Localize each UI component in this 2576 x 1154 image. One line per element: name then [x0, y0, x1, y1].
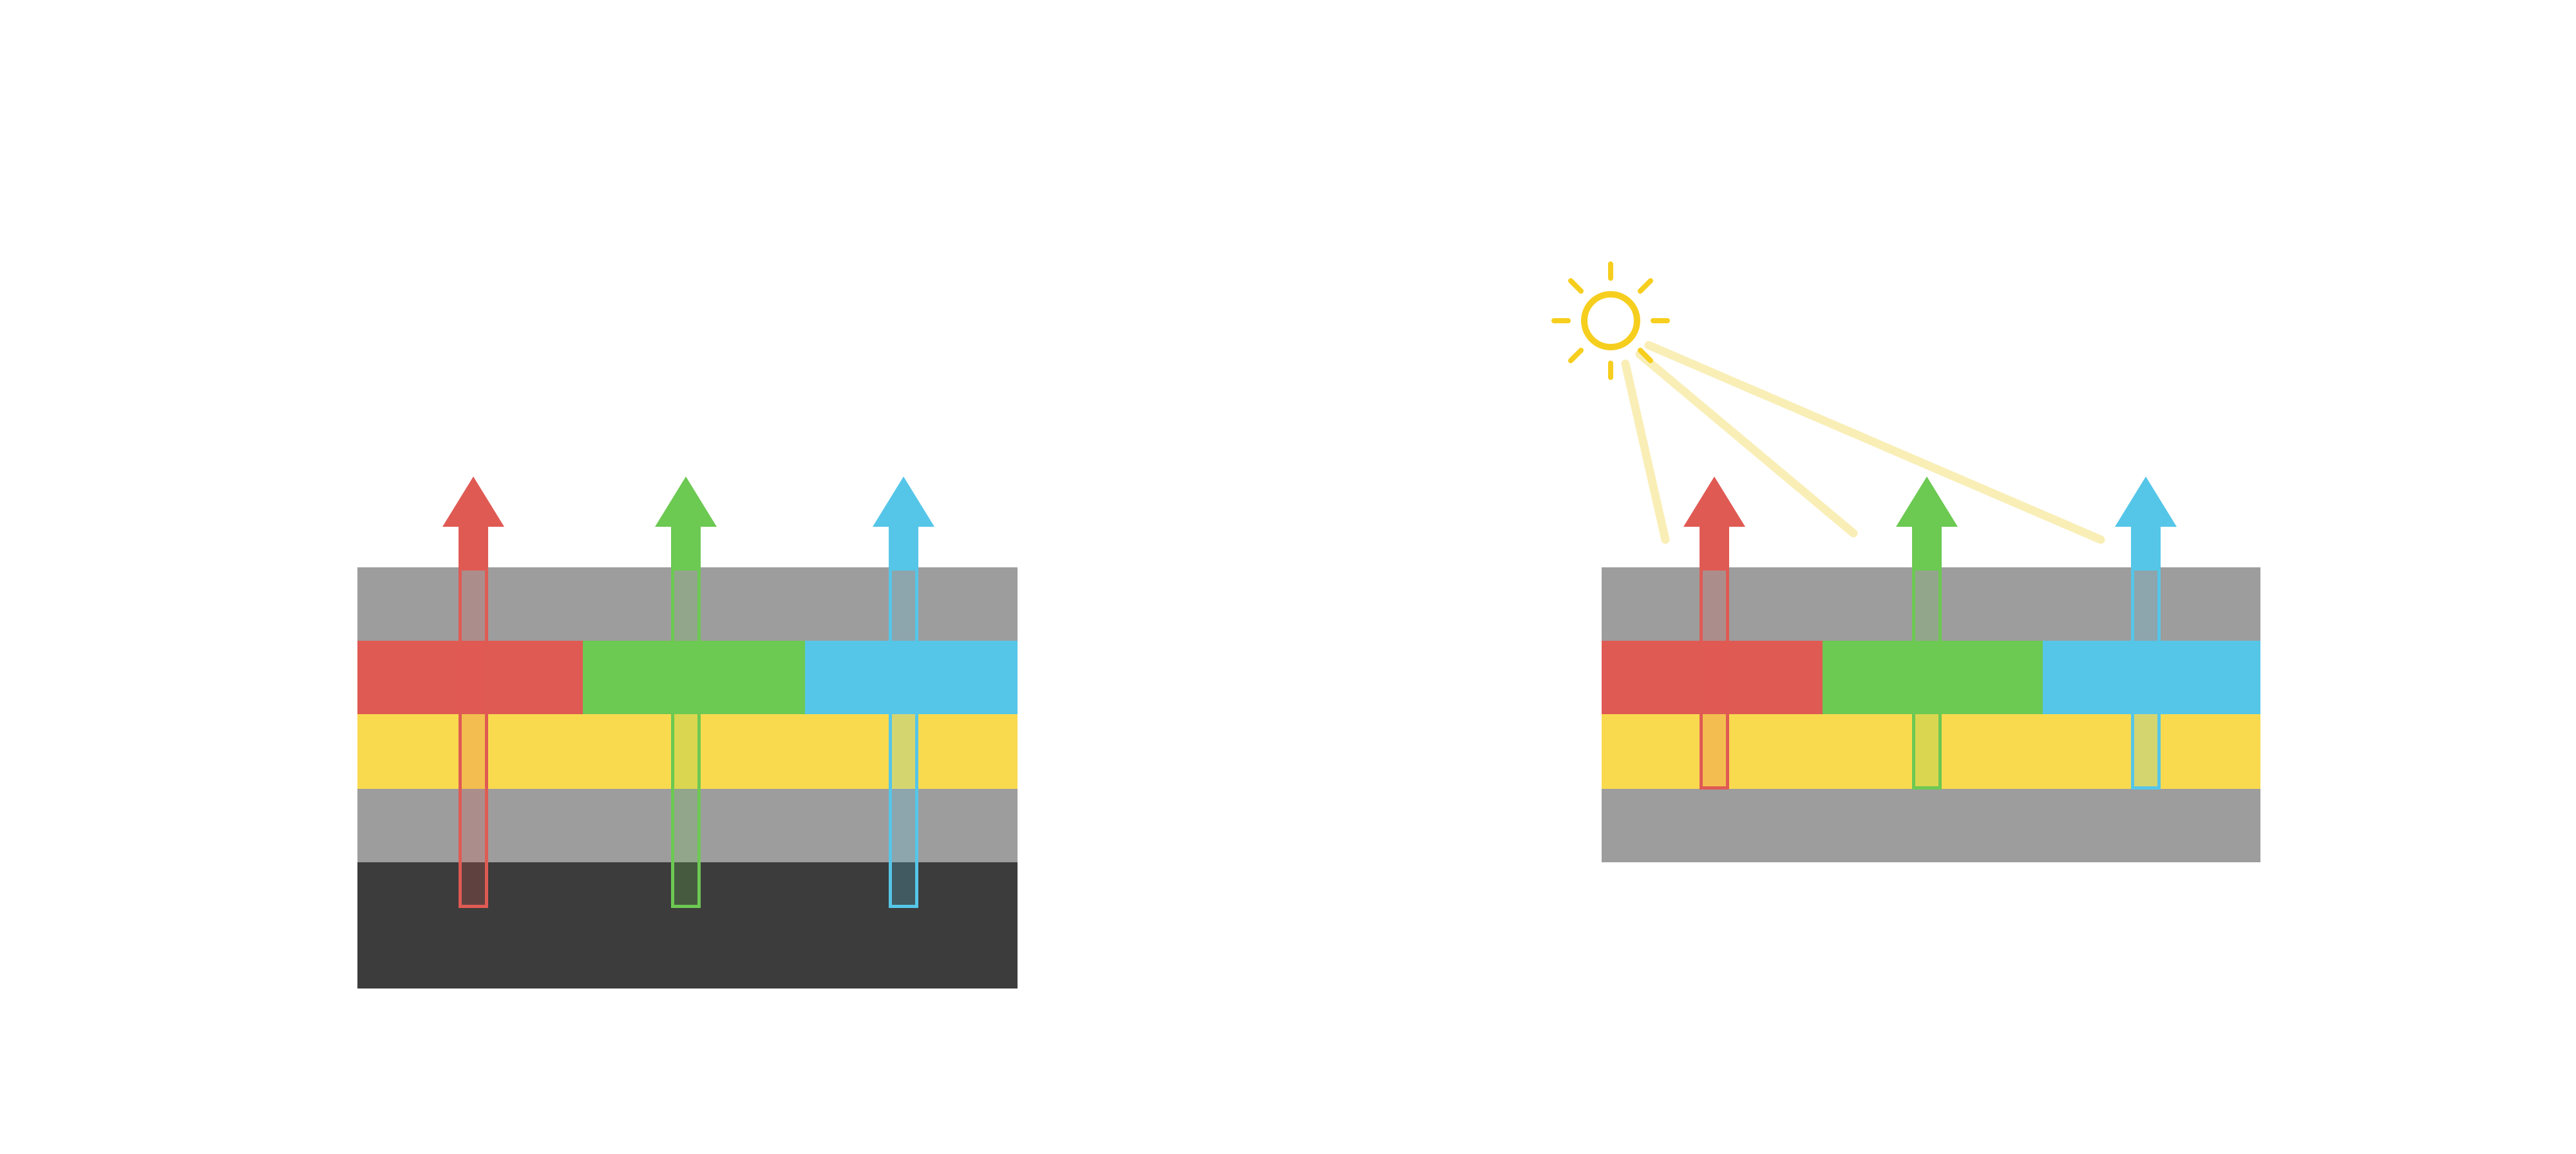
- left-yellow-layer: [357, 714, 1018, 789]
- left-top-gray-layer: [357, 567, 1018, 641]
- right-display-stack: [1602, 567, 2260, 862]
- left-display-stack: [357, 567, 1018, 988]
- left-red-arrow-shaft-in-stack: [459, 567, 488, 908]
- left-green-segment: [583, 641, 805, 714]
- right-cyan-arrow-head: [2115, 477, 2177, 527]
- left-red-light-arrow: [442, 477, 504, 908]
- left-color-segment-layer: [357, 641, 1018, 714]
- right-red-arrow-shaft: [1700, 527, 1729, 567]
- right-green-arrow-head: [1896, 477, 1958, 527]
- right-yellow-layer: [1602, 714, 2260, 789]
- right-cyan-arrow-shaft: [2131, 527, 2161, 567]
- left-cyan-segment: [805, 641, 1018, 714]
- left-red-arrow-head: [442, 477, 504, 527]
- left-green-arrow-shaft-in-stack: [671, 567, 701, 908]
- right-green-light-arrow: [1896, 477, 1958, 790]
- right-green-segment: [1823, 641, 2043, 714]
- left-cyan-arrow-shaft: [889, 527, 918, 567]
- left-dark-substrate-layer: [357, 862, 1018, 988]
- left-cyan-arrow-head: [873, 477, 934, 527]
- right-cyan-arrow-shaft-in-stack: [2131, 567, 2161, 790]
- left-cyan-arrow-shaft-in-stack: [889, 567, 918, 908]
- right-green-arrow-shaft: [1912, 527, 1942, 567]
- left-red-arrow-shaft: [459, 527, 488, 567]
- right-bottom-gray-layer: [1602, 789, 2260, 862]
- right-red-arrow-head: [1683, 477, 1745, 527]
- right-red-arrow-shaft-in-stack: [1700, 567, 1729, 790]
- left-bottom-gray-layer: [357, 789, 1018, 862]
- right-color-segment-layer: [1602, 641, 2260, 714]
- left-green-arrow-head: [655, 477, 717, 527]
- right-cyan-light-arrow: [2115, 477, 2177, 790]
- sun-beams: [1621, 341, 2105, 544]
- right-top-gray-layer: [1602, 567, 2260, 641]
- left-cyan-light-arrow: [873, 477, 934, 908]
- right-red-segment: [1602, 641, 1823, 714]
- left-red-segment: [357, 641, 583, 714]
- right-red-light-arrow: [1683, 477, 1745, 790]
- right-green-arrow-shaft-in-stack: [1912, 567, 1942, 790]
- right-cyan-segment: [2043, 641, 2260, 714]
- sun-icon: [1551, 261, 1670, 380]
- left-green-arrow-shaft: [671, 527, 701, 567]
- left-green-light-arrow: [655, 477, 717, 908]
